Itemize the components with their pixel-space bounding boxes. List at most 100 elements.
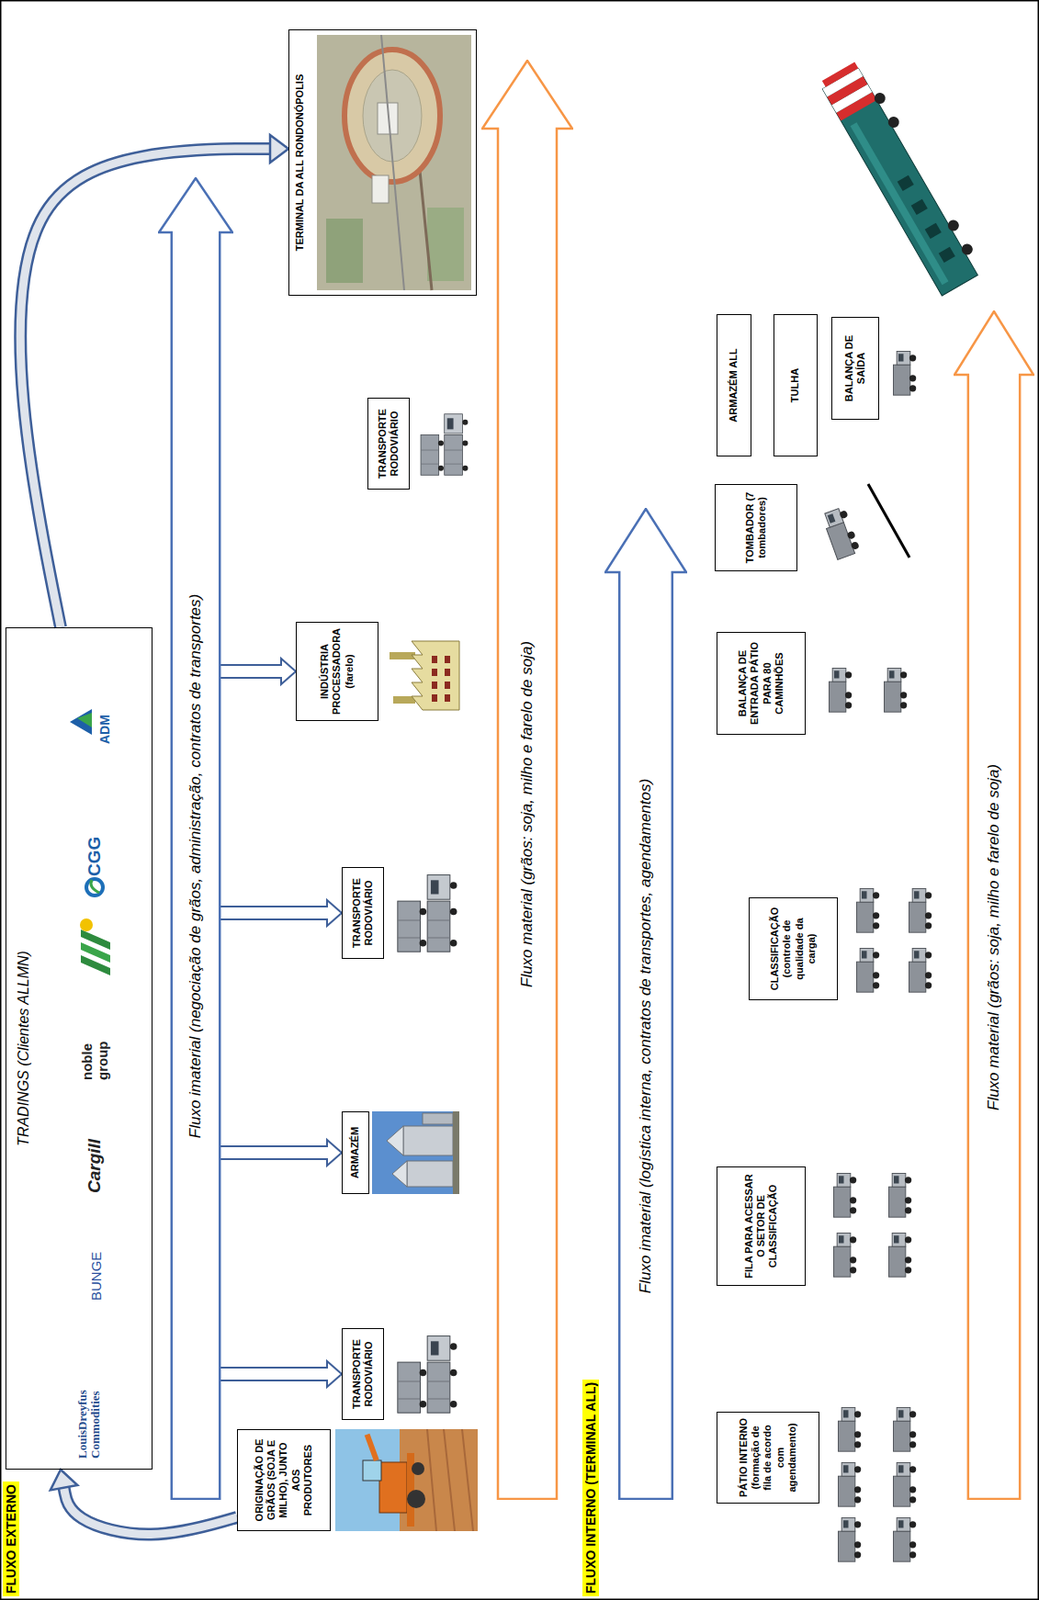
arrow-outline	[158, 178, 233, 1500]
truck-icons	[838, 1463, 862, 1508]
locomotive-picture	[822, 61, 859, 87]
truck-icons	[834, 1174, 858, 1219]
curved-arrow-fill	[20, 148, 271, 628]
tipper-picture	[821, 506, 861, 560]
truck-icons	[889, 1233, 913, 1278]
harvester-picture	[335, 1429, 478, 1532]
box-label: FILA PARA ACESSAR O SETOR DE CLASSIFICAÇ…	[743, 1172, 780, 1281]
box-label: TRANSPORTE RODOVIÁRIO	[350, 872, 375, 954]
arrow-head	[270, 135, 289, 163]
tipper-picture	[821, 506, 861, 560]
truck-icons	[893, 1518, 917, 1563]
silo-picture	[372, 1111, 460, 1195]
box-label: TOMBADOR (7 tombadores)	[744, 489, 768, 566]
factory-picture	[431, 694, 438, 702]
company-logo-text: LouisDreyfus Commodities	[76, 1357, 103, 1459]
warehouse-box: ARMAZÉM	[341, 1111, 370, 1195]
truck-icons	[838, 1518, 862, 1563]
tipper-picture	[868, 484, 910, 558]
arrow-outline	[482, 60, 573, 1500]
silo-picture	[452, 1111, 460, 1195]
company-logo-text: ADM	[98, 714, 113, 745]
factory-picture	[431, 655, 438, 664]
factory-picture	[389, 652, 416, 660]
truck-icons	[857, 948, 881, 994]
block-arrow	[218, 900, 342, 927]
group-title: TRADINGS (Clientes ALLMN)	[15, 628, 33, 1469]
flow-connector	[218, 658, 296, 685]
information-flow-arrow: Fluxo imaterial (negociação de grãos, ad…	[158, 177, 234, 1501]
section-label: FLUXO INTERNO (TERMINAL ALL)	[582, 1379, 599, 1597]
company-logo-text: CGG	[85, 836, 105, 877]
truck-icons	[909, 889, 933, 934]
factory-picture	[444, 681, 451, 689]
harvester-picture	[427, 1429, 474, 1532]
industry-box: INDÚSTRIA PROCESSADORA (farelo)	[295, 621, 379, 722]
block-arrow	[218, 1361, 342, 1388]
truck-icons	[829, 668, 853, 713]
flow-label: Fluxo imaterial (negociação de grãos, ad…	[186, 594, 205, 1139]
truck-icons	[893, 1408, 917, 1453]
terminal-aerial-picture	[381, 34, 405, 291]
block-arrow	[218, 1140, 342, 1166]
truck-icons	[857, 889, 881, 934]
company-logo-text: BUNGE	[89, 1252, 105, 1301]
section-label: FLUXO EXTERNO	[2, 1481, 20, 1597]
harvester-picture	[399, 1429, 478, 1532]
flow-connector	[218, 1140, 342, 1166]
locomotive-picture	[818, 56, 986, 296]
flow-connector	[218, 1361, 342, 1388]
locomotive-picture	[872, 90, 888, 106]
process-box: ARMAZÉM ALL	[716, 314, 752, 457]
factory-picture	[411, 641, 460, 711]
locomotive-picture	[886, 114, 902, 130]
terminal-aerial-picture	[316, 34, 472, 291]
box-label: TRANSPORTE RODOVIÁRIO	[376, 403, 401, 485]
locomotive-picture	[822, 67, 978, 296]
terminal-aerial-picture	[326, 218, 363, 283]
process-box: TULHA	[773, 314, 818, 457]
transport-box: TRANSPORTE RODOVIÁRIO	[341, 867, 384, 960]
box-label: CLASSIFICAÇÃO (controle de qualidade da …	[768, 903, 818, 995]
factory-picture	[431, 668, 438, 677]
truck-picture	[397, 1336, 458, 1414]
flow-label: Fluxo material (grãos: soja, milho e far…	[984, 764, 1004, 1111]
box-label: TULHA	[789, 368, 802, 403]
amaggi-logo	[79, 918, 111, 976]
harvester-picture	[379, 1462, 407, 1514]
process-box: FILA PARA ACESSAR O SETOR DE CLASSIFICAÇ…	[716, 1166, 806, 1287]
transport-box: TRANSPORTE RODOVIÁRIO	[367, 397, 410, 490]
factory-picture	[444, 694, 451, 702]
process-box: PÁTIO INTERNO (formação de fila de acord…	[716, 1411, 820, 1504]
locomotive-picture	[897, 175, 915, 192]
cgg-logo	[90, 880, 100, 893]
cgg-logo	[86, 879, 103, 896]
silo-picture	[392, 1161, 407, 1187]
factory-picture	[444, 655, 451, 664]
material-flow-arrow: Fluxo material (grãos: soja, milho e far…	[953, 310, 1035, 1501]
truck-icons	[834, 1233, 858, 1278]
flow-connector	[20, 135, 289, 628]
locomotive-picture	[850, 122, 949, 285]
amaggi-logo	[80, 929, 111, 950]
adm-logo	[69, 709, 92, 735]
factory-picture	[389, 641, 460, 711]
terminal-box: TERMINAL DA ALL RONDONÓPOLIS	[288, 29, 477, 296]
silo-picture	[372, 1111, 460, 1195]
truck-picture	[397, 875, 458, 953]
flow-label: Fluxo material (grãos: soja, milho e far…	[518, 641, 537, 988]
process-box: CLASSIFICAÇÃO (controle de qualidade da …	[748, 897, 838, 1001]
material-flow-arrow: Fluxo material (grãos: soja, milho e far…	[481, 59, 574, 1501]
block-arrow	[218, 658, 296, 685]
factory-picture	[431, 681, 438, 689]
box-label: ORIGINAÇÃO DE GRÃOS (SOJA E MILHO), JUNT…	[253, 1434, 315, 1526]
box-label: TERMINAL DA ALL RONDONÓPOLIS	[289, 30, 310, 295]
harvester-picture	[406, 1453, 415, 1527]
factory-picture	[444, 668, 451, 677]
adm-logo	[77, 712, 92, 728]
amaggi-logo	[79, 918, 93, 932]
process-box: TOMBADOR (7 tombadores)	[714, 484, 798, 572]
locomotive-picture	[911, 199, 928, 215]
